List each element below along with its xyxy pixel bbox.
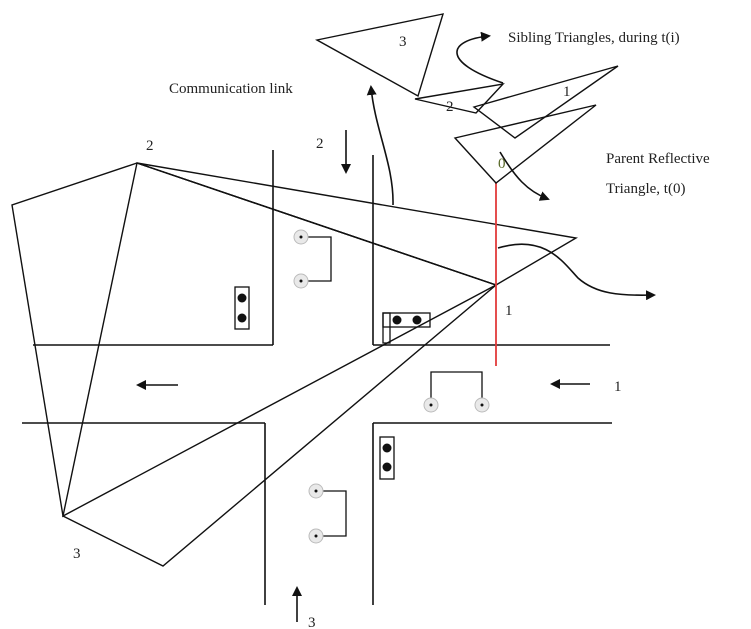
lane-label-bottom-3: 3	[308, 615, 316, 629]
traffic-signal-top-left	[234, 286, 250, 330]
triangle-label-2: 2	[446, 99, 454, 115]
lane-label-top-2: 2	[316, 136, 324, 152]
vertex-label-1: 1	[505, 303, 513, 319]
traffic-signal-top-right	[382, 312, 431, 344]
sibling-label: Sibling Triangles, during t(i)	[508, 30, 680, 46]
sibling-triangle-1	[472, 65, 619, 139]
sibling-arrow	[456, 31, 504, 84]
triangle-label-3: 3	[399, 34, 407, 50]
parent-label-line1: Parent Reflective	[606, 151, 710, 167]
large-quadrilateral	[11, 162, 498, 567]
triangle-label-0: 0	[498, 156, 506, 172]
vertex-label-2: 2	[146, 138, 154, 154]
reflective-triangle-top	[136, 162, 579, 286]
vertex-label-3: 3	[73, 546, 81, 562]
sibling-triangle-3	[315, 13, 445, 98]
comm-link-arrow	[366, 85, 394, 206]
road-edges	[22, 150, 612, 605]
sensor-pair-right	[423, 371, 490, 413]
sibling-triangle-2	[414, 82, 505, 114]
comm-link-label: Communication link	[169, 81, 293, 97]
parent-triangle-0	[453, 104, 597, 184]
parent-label-line2: Triangle, t(0)	[606, 181, 685, 197]
lane-label-right-1: 1	[614, 379, 622, 395]
triangle-label-1: 1	[563, 84, 571, 100]
sensor-pair-bottom	[308, 483, 347, 544]
outgoing-arrow	[497, 243, 656, 301]
sensor-pair-top	[293, 229, 332, 289]
traffic-signal-bottom-right	[379, 436, 395, 480]
parent-arrow	[499, 151, 550, 201]
